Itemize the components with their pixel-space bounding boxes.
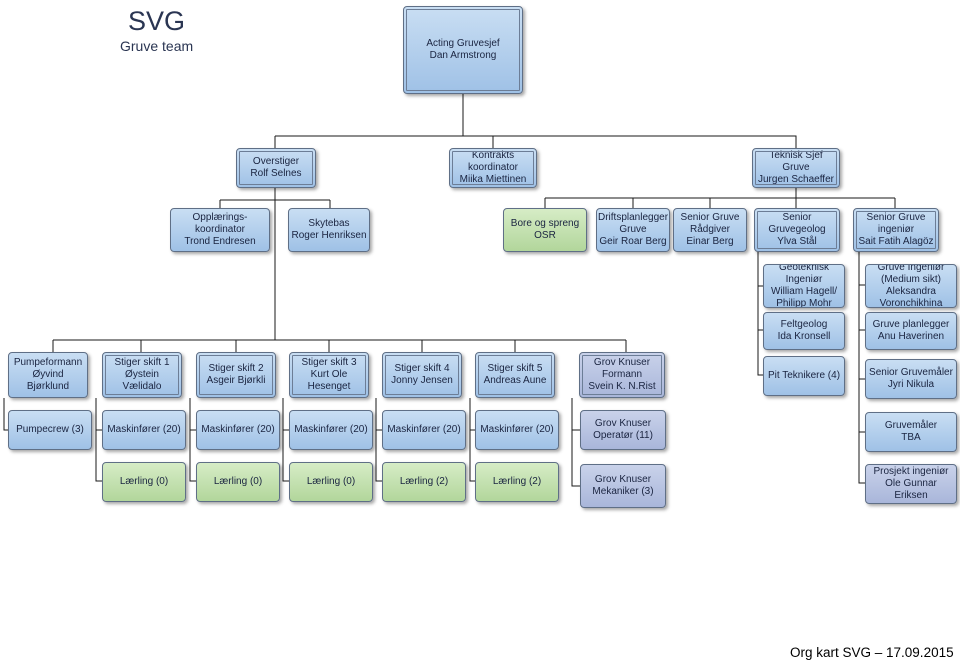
node-geoteknisk-ingenior: Geoteknisk Ingeniør William Hagell/ Phil… (763, 264, 845, 308)
node-feltgeolog: Feltgeolog Ida Kronsell (763, 312, 845, 350)
node-pumpeformann: Pumpeformann Øyvind Bjørklund (8, 352, 88, 398)
node-grov-knuser-formann: Grov Knuser Formann Svein K. N.Rist (579, 352, 665, 398)
node-pumpecrew: Pumpecrew (3) (8, 410, 92, 450)
node-kontrakts-koordinator: Kontrakts koordinator Miika Miettinen (449, 148, 537, 188)
page-subtitle: Gruve team (120, 38, 194, 54)
node-acting-gruvesjef: Acting Gruvesjef Dan Armstrong (403, 6, 523, 94)
node-stiger-skift-2: Stiger skift 2 Asgeir Bjørkli (196, 352, 276, 398)
page-title: SVG (128, 6, 186, 36)
node-laerling-1: Lærling (0) (102, 462, 186, 502)
node-senior-gruvegeolog: Senior Gruvegeolog Ylva Stål (754, 208, 840, 252)
node-maskinforer-2: Maskinfører (20) (196, 410, 280, 450)
node-laerling-4: Lærling (2) (382, 462, 466, 502)
node-driftsplanlegger: Driftsplanlegger Gruve Geir Roar Berg (596, 208, 670, 252)
node-maskinforer-1: Maskinfører (20) (102, 410, 186, 450)
node-senior-gruve-ingenior: Senior Gruve ingeniør Sait Fatih Alagöz (853, 208, 939, 252)
node-stiger-skift-5: Stiger skift 5 Andreas Aune (475, 352, 555, 398)
node-stiger-skift-1: Stiger skift 1 Øystein Vælidalo (102, 352, 182, 398)
footer-caption: Org kart SVG – 17.09.2015 (790, 645, 954, 660)
node-stiger-skift-3: Stiger skift 3 Kurt Ole Hesenget (289, 352, 369, 398)
node-opplaerings-koordinator: Opplærings- koordinator Trond Endresen (170, 208, 270, 252)
node-grov-knuser-operator: Grov Knuser Operatør (11) (580, 410, 666, 450)
node-gruvemaler: Gruvemåler TBA (865, 412, 957, 452)
node-gruve-planlegger: Gruve planlegger Anu Haverinen (865, 312, 957, 350)
node-maskinforer-4: Maskinfører (20) (382, 410, 466, 450)
node-laerling-3: Lærling (0) (289, 462, 373, 502)
node-gruve-ingenior-medium: Gruve Ingeniør (Medium sikt) Aleksandra … (865, 264, 957, 308)
node-pit-teknikere: Pit Teknikere (4) (763, 356, 845, 396)
node-overstiger: Overstiger Rolf Selnes (236, 148, 316, 188)
node-senior-gruvemaler: Senior Gruvemåler Jyri Nikula (865, 359, 957, 399)
node-maskinforer-3: Maskinfører (20) (289, 410, 373, 450)
node-senior-gruve-radgiver: Senior Gruve Rådgiver Einar Berg (673, 208, 747, 252)
node-laerling-5: Lærling (2) (475, 462, 559, 502)
node-skytebas: Skytebas Roger Henriksen (288, 208, 370, 252)
node-maskinforer-5: Maskinfører (20) (475, 410, 559, 450)
node-prosjekt-ingenior: Prosjekt ingeniør Ole Gunnar Eriksen (865, 464, 957, 504)
node-teknisk-sjef: Teknisk Sjef Gruve Jurgen Schaeffer (752, 148, 840, 188)
node-laerling-2: Lærling (0) (196, 462, 280, 502)
node-grov-knuser-mekaniker: Grov Knuser Mekaniker (3) (580, 464, 666, 508)
node-bore-og-spreng: Bore og spreng OSR (503, 208, 587, 252)
node-stiger-skift-4: Stiger skift 4 Jonny Jensen (382, 352, 462, 398)
